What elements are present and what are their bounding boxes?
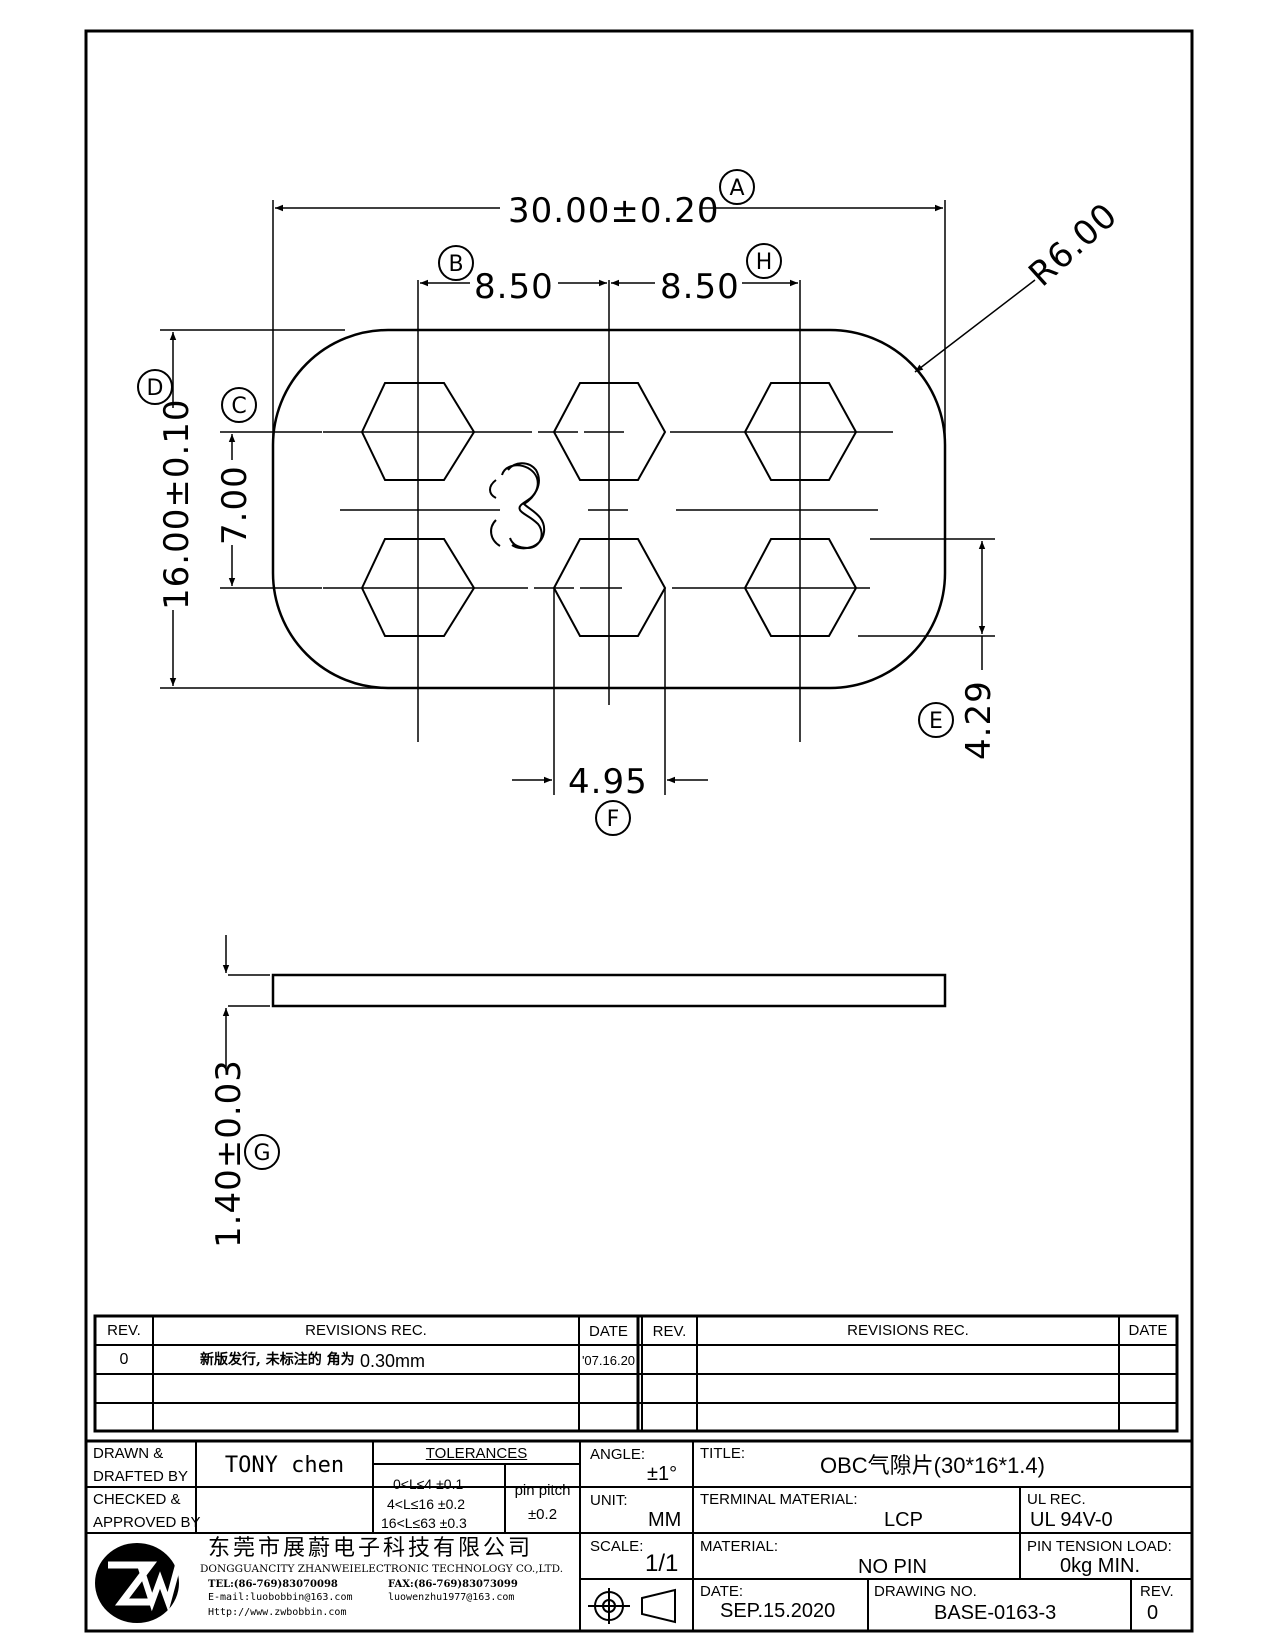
scale-value: 1/1: [645, 1550, 679, 1577]
drawn-by: TONY chen: [224, 1453, 345, 1478]
dim-row-pitch: 7.00: [215, 465, 255, 545]
balloon-e: E: [918, 702, 954, 738]
svg-text:A: A: [729, 176, 744, 201]
top-view: [271, 280, 947, 795]
rev-header: REV.: [107, 1322, 141, 1339]
company-email-2: luowenzhu1977@163.com: [388, 1592, 515, 1603]
date-header-right: DATE: [1128, 1322, 1168, 1339]
pin-tension-label: PIN TENSION LOAD:: [1027, 1538, 1172, 1555]
dim-radius: R6.00: [1021, 195, 1125, 295]
svg-text:F: F: [607, 807, 620, 832]
part-marking-3: [501, 462, 546, 550]
scale-label: SCALE:: [590, 1538, 644, 1555]
svg-text:C: C: [231, 394, 246, 419]
dimensions: [160, 200, 1036, 784]
tolerance-row-1: 0<L≤4 ±0.1: [393, 1476, 464, 1492]
terminal-material-label: TERMINAL MATERIAL:: [700, 1491, 858, 1508]
tolerance-row-2: 4<L≤16 ±0.2: [387, 1496, 466, 1512]
rev-label: REV.: [1140, 1583, 1174, 1600]
terminal-material-value: LCP: [884, 1509, 923, 1531]
balloon-h: H: [746, 243, 782, 279]
balloons: A B H C D E F G: [137, 169, 954, 1170]
date-header: DATE: [589, 1323, 628, 1340]
svg-text:H: H: [756, 250, 773, 275]
revisions-rec-header: REVISIONS REC.: [305, 1322, 427, 1339]
company-name-en: DONGGUANCITY ZHANWEIELECTRONIC TECHNOLOG…: [200, 1563, 564, 1575]
svg-text:E: E: [929, 709, 943, 734]
balloon-a: A: [719, 169, 755, 205]
dim-overall-width: 16.00±0.10: [157, 398, 197, 610]
centerlines: [323, 280, 893, 742]
revisions-rec-header-right: REVISIONS REC.: [847, 1322, 969, 1339]
balloon-c: C: [221, 387, 257, 423]
company-web: Http://www.zwbobbin.com: [208, 1607, 347, 1618]
unit-value: MM: [648, 1509, 682, 1531]
unit-label: UNIT:: [590, 1492, 628, 1509]
company-email-1: E-mail:luobobbin@163.com: [208, 1592, 353, 1603]
company-name-cn: 东莞市展蔚电子科技有限公司: [208, 1536, 534, 1561]
svg-text:B: B: [448, 252, 463, 277]
balloon-f: F: [595, 800, 631, 836]
ul-rec-label: UL REC.: [1027, 1491, 1086, 1508]
drawing-no-value: BASE-0163-3: [934, 1602, 1057, 1624]
revision-table: [93, 1314, 1179, 1433]
svg-text:G: G: [253, 1141, 270, 1166]
angle-value: ±1°: [647, 1463, 678, 1485]
revision-date: '07.16.20: [581, 1353, 636, 1368]
drafted-label: DRAFTED BY: [93, 1468, 189, 1485]
balloon-d: D: [137, 369, 173, 405]
tolerances-label: TOLERANCES: [425, 1445, 528, 1462]
date-value: SEP.15.2020: [720, 1600, 836, 1622]
approved-label: APPROVED BY: [93, 1514, 201, 1531]
svg-text:D: D: [147, 376, 164, 401]
dim-overall-length: 30.00±0.20: [508, 191, 720, 231]
revision-description: 新版发行, 未标注的 角为: [200, 1352, 355, 1368]
pin-pitch-label: pin pitch: [514, 1482, 571, 1499]
revision-rev: 0: [119, 1351, 129, 1368]
material-value: NO PIN: [858, 1556, 927, 1578]
dim-thickness: 1.40±0.03: [209, 1059, 249, 1248]
revision-value: 0.30mm: [360, 1351, 426, 1371]
title-block: [84, 1439, 1194, 1633]
dim-edge-offset: 4.29: [959, 680, 999, 760]
hex-hole-top-center: [552, 382, 667, 481]
company-fax: FAX:(86-769)83073099: [388, 1579, 518, 1590]
pin-tension-value: 0kg MIN.: [1060, 1555, 1141, 1577]
dim-pitch-left: 8.50: [474, 267, 554, 307]
side-view: [222, 935, 947, 1068]
company-tel: TEL:(86-769)83070098: [208, 1579, 338, 1590]
dim-hex-width: 4.95: [568, 762, 648, 802]
ul-rec-value: UL 94V-0: [1030, 1509, 1113, 1531]
company-logo: [95, 1543, 181, 1623]
drawn-label: DRAWN &: [93, 1445, 164, 1462]
rev-header-right: REV.: [652, 1323, 687, 1340]
drawing-no-label: DRAWING NO.: [874, 1583, 977, 1600]
drawing-title: OBC气隙片(30*16*1.4): [820, 1453, 1045, 1478]
dim-pitch-right: 8.50: [660, 267, 740, 307]
pin-pitch-value: ±0.2: [527, 1506, 558, 1523]
checked-label: CHECKED &: [93, 1491, 181, 1508]
material-label: MATERIAL:: [700, 1538, 779, 1555]
projection-symbol-icon: [588, 1588, 676, 1624]
title-label: TITLE:: [700, 1445, 746, 1462]
angle-label: ANGLE:: [590, 1446, 646, 1463]
tolerance-row-3: 16<L≤63 ±0.3: [381, 1515, 467, 1531]
balloon-b: B: [438, 245, 474, 281]
date-label: DATE:: [700, 1583, 744, 1600]
plate-side: [271, 973, 947, 1008]
balloon-g: G: [244, 1134, 280, 1170]
rev-value: 0: [1147, 1602, 1159, 1624]
